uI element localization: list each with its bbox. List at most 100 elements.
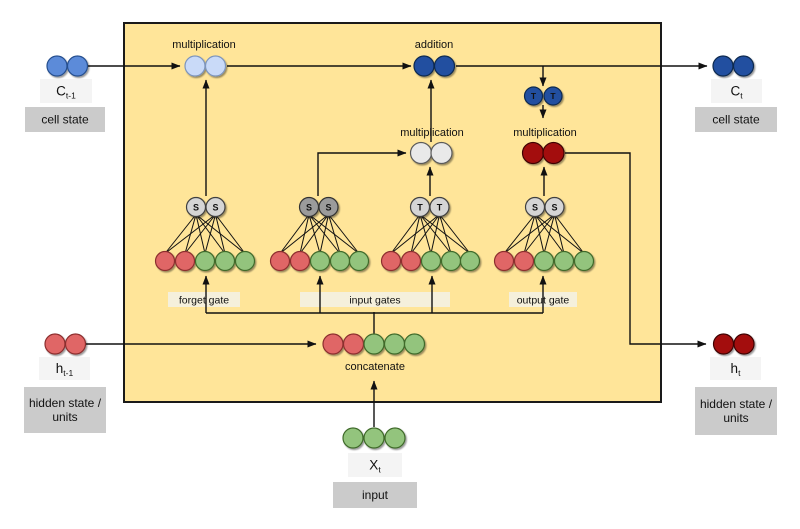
forget-gate-unit-activation-letter: S: [193, 202, 199, 212]
label-hidden-state-right: hidden state /units: [700, 397, 773, 425]
output-gate-unit-input-cell: [513, 250, 535, 272]
output-gate-unit-connection: [554, 214, 565, 254]
hidden-state-next-cells: [712, 333, 735, 355]
label-multiplication-1: multiplication: [172, 39, 236, 51]
input-gate-sigmoid-unit-activation-letter: S: [325, 202, 331, 212]
input-gate-tanh-unit-input-cell: [380, 250, 402, 272]
cell-state-prev-cells: [46, 55, 68, 77]
output-gate-unit-input-cell: [573, 250, 595, 272]
mult1-cells: [184, 55, 206, 77]
output-gate-unit-connection: [554, 214, 585, 254]
input-gate-tanh-unit-connection: [390, 214, 421, 254]
input-cells: [342, 427, 364, 449]
label-addition: addition: [415, 39, 454, 51]
forget-gate-unit-input-cell: [154, 250, 176, 272]
label-h-prev: ht-1: [56, 361, 74, 378]
label-c-prev-bg: [40, 79, 92, 103]
label-hidden-state-right-bg: [695, 387, 777, 435]
hidden-state-prev-cells: [64, 333, 87, 355]
addition-cells: [413, 55, 435, 77]
label-x-t: Xt: [369, 458, 381, 475]
input-gate-tanh-unit-connection: [410, 214, 440, 254]
output-gate-unit-activation-cell: [544, 196, 565, 218]
forget-gate-unit-connection: [215, 214, 226, 254]
mult2-cells: [409, 141, 433, 165]
concatenate-cells: [322, 333, 344, 355]
label-forget-gate: forget gate: [179, 295, 229, 307]
input-gate-tanh-unit-input-cell: [459, 250, 481, 272]
input-gate-tanh-unit-activation-letter: T: [437, 202, 443, 212]
label-hidden-state-left: hidden state /units: [29, 396, 102, 424]
input-gate-tanh-unit-input-cell: [440, 250, 462, 272]
input-gate-sigmoid-unit-input-cell: [289, 250, 311, 272]
input-gate-sigmoid-unit-input-cell: [348, 250, 370, 272]
label-cell-state-left: cell state: [41, 113, 89, 127]
input-gate-sigmoid-unit-connection: [279, 214, 310, 254]
forget-gate-unit-input-cell: [214, 250, 236, 272]
tanh-activation-cells-letter: T: [531, 91, 537, 101]
input-gate-tanh-unit-connection: [439, 214, 452, 254]
mult1-cells: [204, 55, 227, 77]
label-multiplication-3: multiplication: [513, 127, 577, 139]
label-cell-state-right-bg: [695, 107, 777, 132]
output-gate-unit-connection: [543, 214, 555, 254]
input-gate-sigmoid-unit-activation-letter: S: [306, 202, 312, 212]
cell-state-prev-cells: [66, 55, 89, 77]
label-cell-state-left-bg: [25, 107, 105, 132]
input-gate-sigmoid-unit-input-cell: [329, 250, 351, 272]
input-gate-tanh-unit-connection: [430, 214, 440, 254]
output-gate-unit-activation-letter: S: [551, 202, 557, 212]
forget-gate-unit-connection: [184, 214, 216, 254]
concatenate-cells: [383, 333, 406, 355]
forget-gate-unit-input-cell: [234, 250, 256, 272]
addition-cells: [433, 55, 456, 77]
input-gate-sigmoid-unit-activation-cell: [318, 196, 339, 218]
label-input-bg: [333, 482, 417, 508]
hidden-state-next-cells: [733, 333, 755, 355]
cell-state-next-cells: [712, 55, 734, 77]
forget-gate-unit-connection: [204, 214, 216, 254]
label-forget-gate-bg: [168, 292, 240, 307]
input-gate-tanh-unit-connection: [439, 214, 471, 254]
mult2-cells: [430, 141, 453, 165]
tanh-activation-cells: [543, 86, 563, 106]
input-gate-sigmoid-unit-connection: [319, 214, 329, 254]
label-h-next: ht: [731, 361, 742, 378]
mult3-cells: [521, 141, 545, 165]
label-c-prev: Ct-1: [56, 84, 76, 101]
input-gate-tanh-unit-activation-cell: [429, 196, 450, 218]
label-input-gates: input gates: [349, 295, 400, 307]
forget-gate-unit-input-cell: [174, 250, 196, 272]
arrow-mult3-to-hidden-next: [565, 152, 707, 348]
label-h-prev-bg: [39, 357, 90, 380]
concatenate-cells: [363, 333, 385, 355]
forget-gate-unit-activation-letter: S: [212, 202, 218, 212]
cell-state-next-cells: [732, 55, 755, 77]
output-gate-unit-input-cell: [553, 250, 575, 272]
forget-gate-unit-connection: [215, 214, 246, 254]
input-cells: [363, 427, 385, 449]
tanh-activation-cells-letter: T: [550, 91, 556, 101]
output-gate-unit-input-cell: [493, 250, 515, 272]
input-gate-tanh-unit-activation-letter: T: [417, 202, 423, 212]
mult3-cells: [542, 141, 565, 165]
input-gate-sigmoid-unit-connection: [279, 214, 329, 254]
output-gate-unit-connection: [523, 214, 555, 254]
forget-gate-unit-connection: [164, 214, 216, 254]
input-gate-tanh-unit-connection: [390, 214, 440, 254]
label-cell-state-right: cell state: [712, 113, 760, 127]
input-gate-sigmoid-unit-connection: [299, 214, 329, 254]
concatenate-cells: [342, 333, 365, 355]
input-gate-sigmoid-unit-input-cell: [309, 250, 331, 272]
output-gate-unit-connection: [503, 214, 555, 254]
label-input: input: [362, 488, 389, 502]
output-gate-unit-input-cell: [533, 250, 555, 272]
label-concatenate: concatenate: [345, 361, 405, 373]
label-c-next: Ct: [730, 84, 743, 101]
label-input-gates-bg: [300, 292, 450, 307]
forget-gate-unit-input-cell: [194, 250, 216, 272]
input-gate-tanh-unit-input-cell: [400, 250, 422, 272]
input-gate-sigmoid-unit-input-cell: [269, 250, 291, 272]
forget-gate-unit-connection: [164, 214, 197, 254]
